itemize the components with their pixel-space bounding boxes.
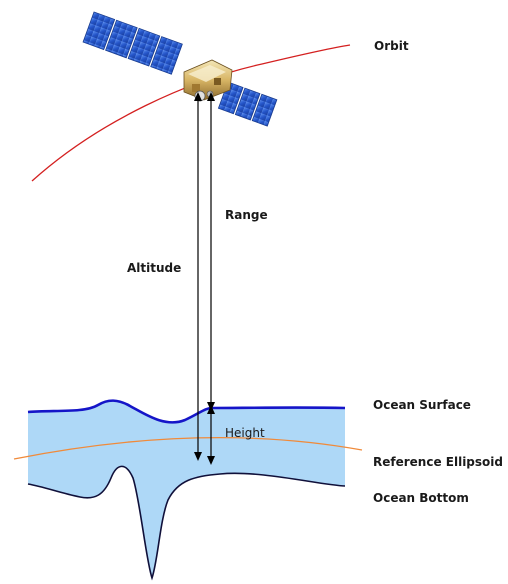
- ocean-bottom-label: Ocean Bottom: [373, 491, 469, 505]
- height-arrow: [207, 405, 215, 465]
- height-label: Height: [225, 426, 265, 440]
- altitude-label: Altitude: [127, 261, 181, 275]
- satellite-icon: [82, 11, 278, 127]
- ocean-surface-label: Ocean Surface: [373, 398, 471, 412]
- range-label: Range: [225, 208, 268, 222]
- ocean-surface-line: [27, 399, 346, 424]
- ocean-bottom-line: [27, 465, 346, 581]
- reference-ellipsoid-line: [13, 437, 363, 460]
- reference-ellipsoid-label: Reference Ellipsoid: [373, 455, 503, 469]
- range-arrow: [207, 92, 215, 411]
- orbit-line: [31, 44, 351, 182]
- altitude-arrow: [194, 92, 202, 461]
- orbit-label: Orbit: [374, 39, 409, 53]
- water-body: [28, 400, 345, 578]
